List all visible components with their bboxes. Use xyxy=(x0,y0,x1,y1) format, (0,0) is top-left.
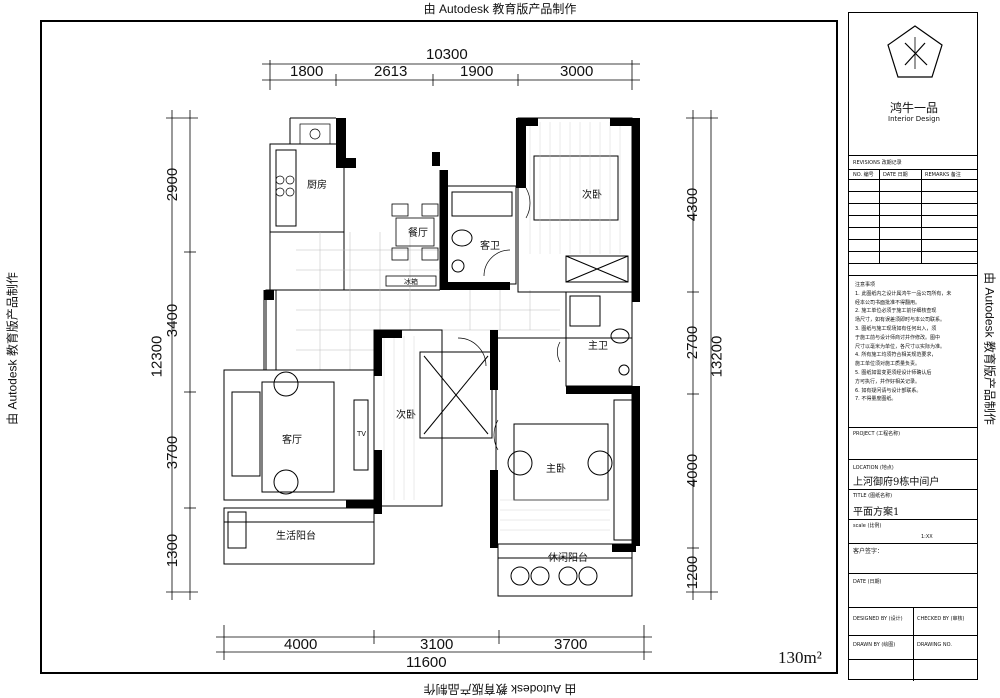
scale-label: scale (比例) xyxy=(853,523,882,529)
fridge-label: 冰箱 xyxy=(404,278,418,286)
scale-value: 1:XX xyxy=(921,534,933,540)
area-label: 130m² xyxy=(778,648,822,667)
room-label-master: 主卧 xyxy=(546,464,566,475)
rev-header-no: NO. 编号 xyxy=(853,172,874,178)
floor-plan xyxy=(166,60,718,660)
dim-top-seg: 1800 xyxy=(290,63,324,80)
brand-subtitle: Interior Design xyxy=(888,115,940,123)
rev-header-date: DATE 日期 xyxy=(883,172,908,178)
room-label-bath2: 主卫 xyxy=(588,341,608,352)
dimension-lines xyxy=(166,60,718,660)
title-label: TITLE (图纸名称) xyxy=(853,493,893,499)
room-label-living: 客厅 xyxy=(282,435,302,446)
dim-top-total: 10300 xyxy=(426,46,468,63)
room-label-bath1: 客卫 xyxy=(480,241,500,252)
tv-label: TV xyxy=(357,430,367,438)
door-swings xyxy=(457,187,561,451)
rev-header-remarks: REMARKS 备注 xyxy=(925,172,961,178)
dim-right-seg: 4000 xyxy=(684,453,702,488)
title-value: 平面方案1 xyxy=(853,507,900,518)
dim-bottom-seg: 4000 xyxy=(284,636,318,653)
room-label-bedroom2a: 次卧 xyxy=(582,190,602,201)
date-label: DATE (日期) xyxy=(853,579,882,585)
dim-left-seg: 3700 xyxy=(164,435,182,470)
dim-left-seg: 1300 xyxy=(164,533,182,568)
dim-bottom-total: 11600 xyxy=(406,654,447,671)
dim-top-seg: 2613 xyxy=(374,63,408,80)
brand-logo-icon xyxy=(887,25,943,78)
room-label-bedroom2b: 次卧 xyxy=(396,410,416,421)
room-label-leisure-balcony: 休闲阳台 xyxy=(548,553,588,564)
dim-top-seg: 1900 xyxy=(460,63,494,80)
dim-right-seg: 2700 xyxy=(684,325,702,360)
structural-walls xyxy=(264,118,640,552)
room-label-dining: 餐厅 xyxy=(408,228,428,239)
room-label-kitchen: 厨房 xyxy=(307,180,327,191)
location-label: LOCATION (地点) xyxy=(853,465,894,471)
drawing-no-label: DRAWING NO. xyxy=(917,642,952,648)
dim-left-seg: 2900 xyxy=(164,167,182,202)
dim-bottom-seg: 3700 xyxy=(554,636,588,653)
project-label: PROJECT (工程名称) xyxy=(853,431,901,437)
dim-top-seg: 3000 xyxy=(560,63,594,80)
thin-walls xyxy=(223,117,637,597)
checked-by-label: CHECKED BY (审核) xyxy=(917,616,965,622)
room-label-service-balcony: 生活阳台 xyxy=(276,531,316,542)
location-value: 上河御府9栋中间户 xyxy=(853,477,940,488)
kitchen-fixtures xyxy=(275,123,331,197)
watermark-right: 由 Autodesk 教育版产品制作 xyxy=(982,272,997,425)
title-block: 鸿牛一品 Interior Design REVISIONS 改期记录 NO. … xyxy=(848,12,978,681)
dim-left-total: 12300 xyxy=(148,335,166,378)
dim-right-seg: 1200 xyxy=(684,555,702,590)
dim-bottom-seg: 3100 xyxy=(420,636,454,653)
designed-by-label: DESIGNED BY (设计) xyxy=(853,616,903,622)
watermark-top: 由 Autodesk 教育版产品制作 xyxy=(423,2,577,16)
client-signature-label: 客户签字： xyxy=(853,548,884,555)
dining-table xyxy=(391,203,439,261)
dim-left-seg: 3400 xyxy=(164,303,182,338)
wood-floor-hatch xyxy=(383,122,621,531)
drawn-by-label: DRAWN BY (绘图) xyxy=(853,642,896,648)
design-notes: 注意事项 1. 此图纸内之设计属鸿牛一品公司所有，未 经本公司书面批准不得翻用。… xyxy=(855,282,952,403)
brand-name: 鸿牛一品 xyxy=(889,101,938,115)
revisions-label: REVISIONS 改期记录 xyxy=(853,160,902,166)
dim-right-seg: 4300 xyxy=(684,187,702,222)
shoe-cabinet xyxy=(385,275,437,287)
drawing-frame xyxy=(40,20,838,674)
dim-right-total: 13200 xyxy=(708,335,726,378)
